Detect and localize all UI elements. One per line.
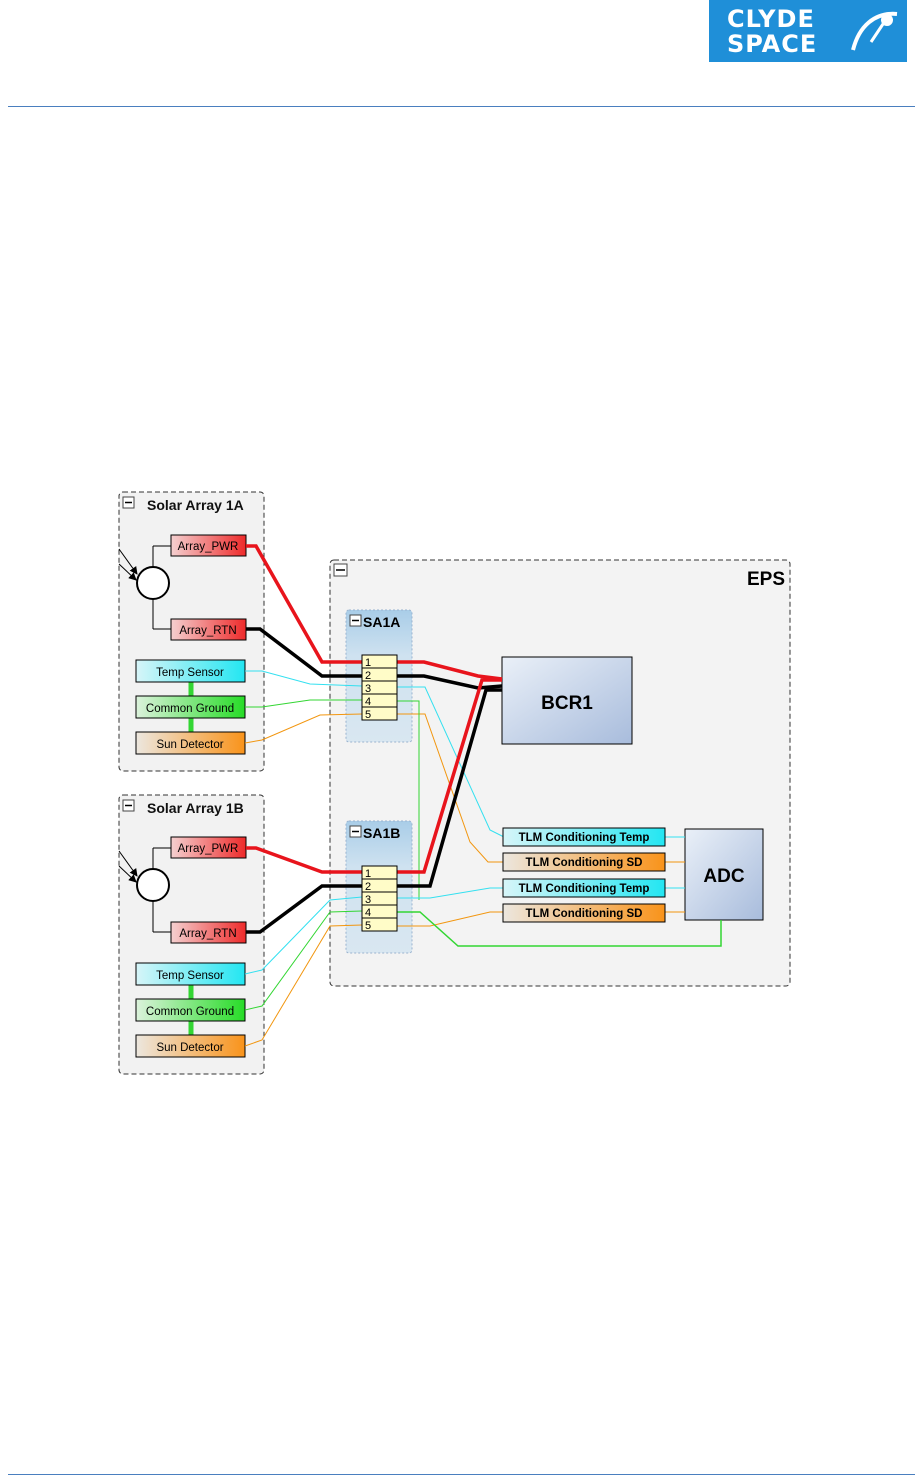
common-ground-label: Common Ground bbox=[146, 1006, 234, 1018]
tlm-sd-label: TLM Conditioning SD bbox=[526, 857, 643, 869]
wire-temp-1b bbox=[244, 896, 363, 975]
wire-sun-1a-tlm bbox=[397, 713, 504, 863]
clyde-space-logo: CLYDE SPACE bbox=[709, 0, 907, 62]
pin-label: 1 bbox=[365, 868, 371, 880]
header-rule bbox=[8, 106, 915, 107]
wire-temp-1a bbox=[245, 670, 363, 687]
tlm-sd-block bbox=[502, 903, 666, 923]
array-pwr-label: Array_PWR bbox=[178, 541, 239, 553]
tlm-sd-label: TLM Conditioning SD bbox=[526, 908, 643, 920]
common-ground-label: Common Ground bbox=[146, 703, 234, 715]
pin-label: 4 bbox=[365, 696, 371, 708]
wire-pwr-1b bbox=[246, 846, 362, 874]
solar-array-1a: Solar Array 1A Array_PWR Array_RTN Temp … bbox=[118, 491, 265, 772]
wire-ground-1a bbox=[245, 699, 362, 708]
solar-array-1a-title: Solar Array 1A bbox=[147, 497, 244, 513]
bcr1-block bbox=[501, 656, 633, 745]
logo-text-line1: CLYDE bbox=[727, 5, 815, 33]
array-rtn-label: Array_RTN bbox=[179, 928, 236, 940]
tlm-blocks: TLM Conditioning Temp TLM Conditioning S… bbox=[502, 827, 666, 923]
logo-text-line2: SPACE bbox=[727, 30, 818, 58]
wire-rtn-1b-bcr bbox=[397, 688, 502, 888]
tlm-temp-block bbox=[502, 827, 666, 847]
wire-rtn-1b bbox=[246, 884, 362, 934]
temp-sensor-label: Temp Sensor bbox=[156, 970, 224, 982]
bcr1-label: BCR1 bbox=[541, 693, 593, 714]
adc-label: ADC bbox=[703, 866, 744, 887]
pin-label: 1 bbox=[365, 657, 371, 669]
pin-label: 5 bbox=[365, 920, 371, 932]
pin-label: 5 bbox=[365, 709, 371, 721]
wire-ground-1a-eps bbox=[397, 700, 420, 900]
wire-rtn-1a-bcr bbox=[397, 674, 503, 690]
wires bbox=[244, 544, 722, 1047]
wire-ground-1b bbox=[244, 910, 363, 1011]
footer-rule bbox=[8, 1474, 915, 1475]
wire-ground-adc bbox=[397, 911, 722, 947]
connector-sa1a-title: SA1A bbox=[363, 614, 400, 630]
solar-cell-icon bbox=[118, 545, 171, 630]
tlm-sd-block bbox=[502, 852, 666, 872]
wire-rtn-1a bbox=[246, 627, 362, 678]
solar-array-1b-title: Solar Array 1B bbox=[147, 800, 244, 816]
wire-pwr-1a bbox=[246, 544, 362, 664]
wire-sun-1a bbox=[244, 713, 363, 744]
array-rtn-label: Array_RTN bbox=[179, 625, 236, 637]
wire-sun-1b-tlm bbox=[397, 911, 504, 927]
pin-label: 2 bbox=[365, 881, 371, 893]
wire-sun-1b bbox=[244, 924, 363, 1047]
pin-label: 4 bbox=[365, 907, 371, 919]
wire-pwr-1a-bcr bbox=[397, 660, 503, 681]
pin-label: 3 bbox=[365, 894, 371, 906]
sun-detector-label: Sun Detector bbox=[156, 1042, 223, 1054]
connector-sa1b-pins: 1 2 3 4 5 bbox=[361, 865, 398, 932]
tlm-temp-block bbox=[502, 878, 666, 898]
array-pwr-label: Array_PWR bbox=[178, 843, 239, 855]
tlm-temp-label: TLM Conditioning Temp bbox=[519, 883, 650, 895]
satellite-swoosh-icon bbox=[851, 11, 898, 51]
adc-block bbox=[684, 828, 764, 921]
solar-cell-icon bbox=[118, 847, 171, 933]
temp-sensor-label: Temp Sensor bbox=[156, 667, 224, 679]
solar-array-1b: Solar Array 1B Array_PWR Array_RTN Temp … bbox=[118, 794, 265, 1075]
pin-label: 2 bbox=[365, 670, 371, 682]
wire-temp-1b-tlm bbox=[397, 887, 504, 899]
wire-pwr-1b-bcr bbox=[397, 678, 502, 874]
connector-sa1a-pins: 1 2 3 4 5 bbox=[361, 654, 398, 721]
sun-detector-label: Sun Detector bbox=[156, 739, 223, 751]
connector-sa1b-title: SA1B bbox=[363, 825, 400, 841]
pin-label: 3 bbox=[365, 683, 371, 695]
tlm-temp-label: TLM Conditioning Temp bbox=[519, 832, 650, 844]
eps-title: EPS bbox=[747, 569, 785, 590]
